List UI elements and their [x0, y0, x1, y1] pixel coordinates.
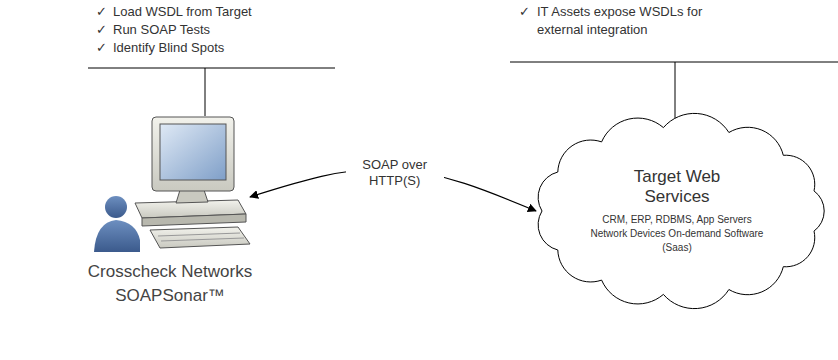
web-services-cloud: Target Web ServicesCRM, ERP, RDBMS, App …: [530, 113, 838, 309]
check-mark: ✓: [96, 21, 112, 39]
computer-icon: [135, 117, 250, 248]
user-icon: [94, 196, 140, 252]
check-mark: ✓: [96, 39, 112, 57]
note-rule: [510, 62, 838, 63]
cloud-outline: [530, 113, 838, 309]
note-text: IT Assets expose WSDLs for external inte…: [537, 3, 737, 39]
note-text: Identify Blind Spots: [113, 39, 343, 57]
check-mark: ✓: [519, 3, 535, 21]
note-rule: [88, 68, 335, 69]
protocol-label: SOAP over HTTP(S): [346, 156, 444, 190]
cloud-body: CRM, ERP, RDBMS, App Servers Network Dev…: [590, 213, 765, 255]
note-text: Load WSDL from Target: [113, 3, 343, 21]
client-computer: Crosscheck Networks SOAPSonar™: [90, 110, 250, 255]
cloud-shape: [538, 113, 824, 308]
leader-line: [675, 62, 676, 124]
cloud-title: Target Web Services: [617, 167, 737, 207]
client-label: Crosscheck Networks SOAPSonar™: [70, 260, 270, 308]
note-text: Run SOAP Tests: [113, 21, 343, 39]
leader-line: [205, 68, 206, 116]
check-mark: ✓: [96, 3, 112, 21]
